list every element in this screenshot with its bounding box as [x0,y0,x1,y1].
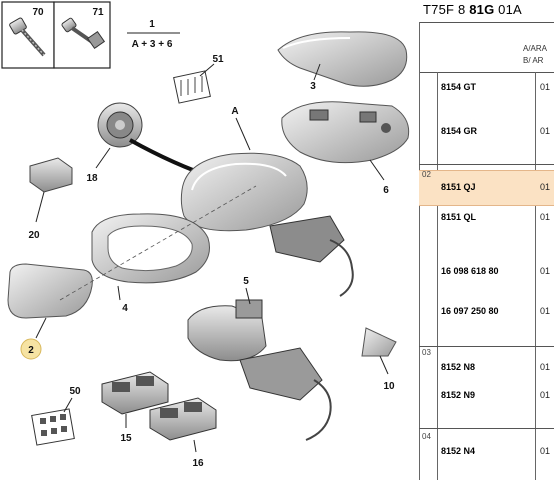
assembly-label-1[interactable]: 1 A + 3 + 6 [127,19,180,50]
group-code: 04 [422,432,431,441]
part-label-6: 6 [383,185,389,196]
part-label-1: 1 [149,19,155,30]
part-51-connector[interactable]: 51 [173,54,224,104]
table-row-qty: 01 [540,82,551,92]
table-row-ref[interactable]: 8154 GR [441,126,478,136]
table-row-ref[interactable]: 8152 N4 [441,446,476,456]
part-label-15: 15 [120,433,132,444]
screw-icon-70 [9,17,46,57]
part-label-2: 2 [28,345,34,356]
table-row-qty: 01 [540,446,551,456]
screw-box-70[interactable]: 70 [1,1,55,69]
table-row-qty: 01 [540,182,551,192]
part-18-motor[interactable]: 18 [86,102,143,184]
table-row-ref[interactable]: 8152 N8 [441,362,476,372]
part-label-71: 71 [92,7,104,18]
part-label-20: 20 [28,230,40,241]
part-16-window-switch[interactable]: 16 [149,397,217,469]
table-row-qty: 01 [540,212,551,222]
table-row-ref[interactable]: 8151 QL [441,212,477,222]
table-row-qty: 01 [540,390,551,400]
part-label-3: 3 [310,81,316,92]
assembly-formula: A + 3 + 6 [132,39,173,50]
part-4-mirror-frame[interactable]: 4 [91,213,210,314]
table-row-ref[interactable]: 16 097 250 80 [441,306,499,316]
table-row-qty: 01 [540,266,551,276]
part-label-70: 70 [32,7,44,18]
part-label-5: 5 [243,276,249,287]
table-row-ref[interactable]: 8154 GT [441,82,477,92]
parts-reference-table: T75F 8 81G 01A A/ARA B/ AR 8154 GT 01 81… [419,0,554,480]
part-label-4: 4 [122,303,128,314]
screw-box-71[interactable]: 71 [53,1,111,69]
part-2-mirror-glass[interactable]: 2 [7,263,93,360]
highlight-marker [20,338,42,360]
projection-line [59,185,257,301]
part-10-trim-cap[interactable]: 10 [361,327,397,392]
table-title: T75F 8 81G 01A [423,2,522,17]
part-label-16: 16 [192,458,204,469]
table-row-ref-highlighted[interactable]: 8151 QJ [441,182,476,192]
table-row-ref[interactable]: 8152 N9 [441,390,476,400]
table-row-ref[interactable]: 16 098 618 80 [441,266,499,276]
part-3-mirror-cover[interactable]: 3 [277,31,408,92]
group-code: 02 [422,170,431,179]
table-row-qty: 01 [540,126,551,136]
part-label-A: A [231,106,238,117]
exploded-parts-diagram: 70 71 1 A + 3 + 6 51 3 [1,1,410,469]
highlighted-row [419,170,554,206]
part-6-mirror-housing[interactable]: 6 [281,101,410,196]
part-label-10: 10 [383,381,395,392]
part-label-50: 50 [69,386,81,397]
part-label-18: 18 [86,173,98,184]
part-5-base-assembly[interactable]: 5 [187,276,332,441]
table-header-line1: A/ARA [523,44,548,53]
table-row-qty: 01 [540,362,551,372]
screw-icon-71 [61,17,106,50]
table-row-qty: 01 [540,306,551,316]
part-15-window-switch[interactable]: 15 [101,371,169,444]
part-20-module[interactable]: 20 [28,157,73,241]
group-code: 03 [422,348,431,357]
part-50-connector[interactable]: 50 [31,386,81,446]
table-header-line2: B/ AR [523,56,544,65]
part-label-51: 51 [212,54,224,65]
